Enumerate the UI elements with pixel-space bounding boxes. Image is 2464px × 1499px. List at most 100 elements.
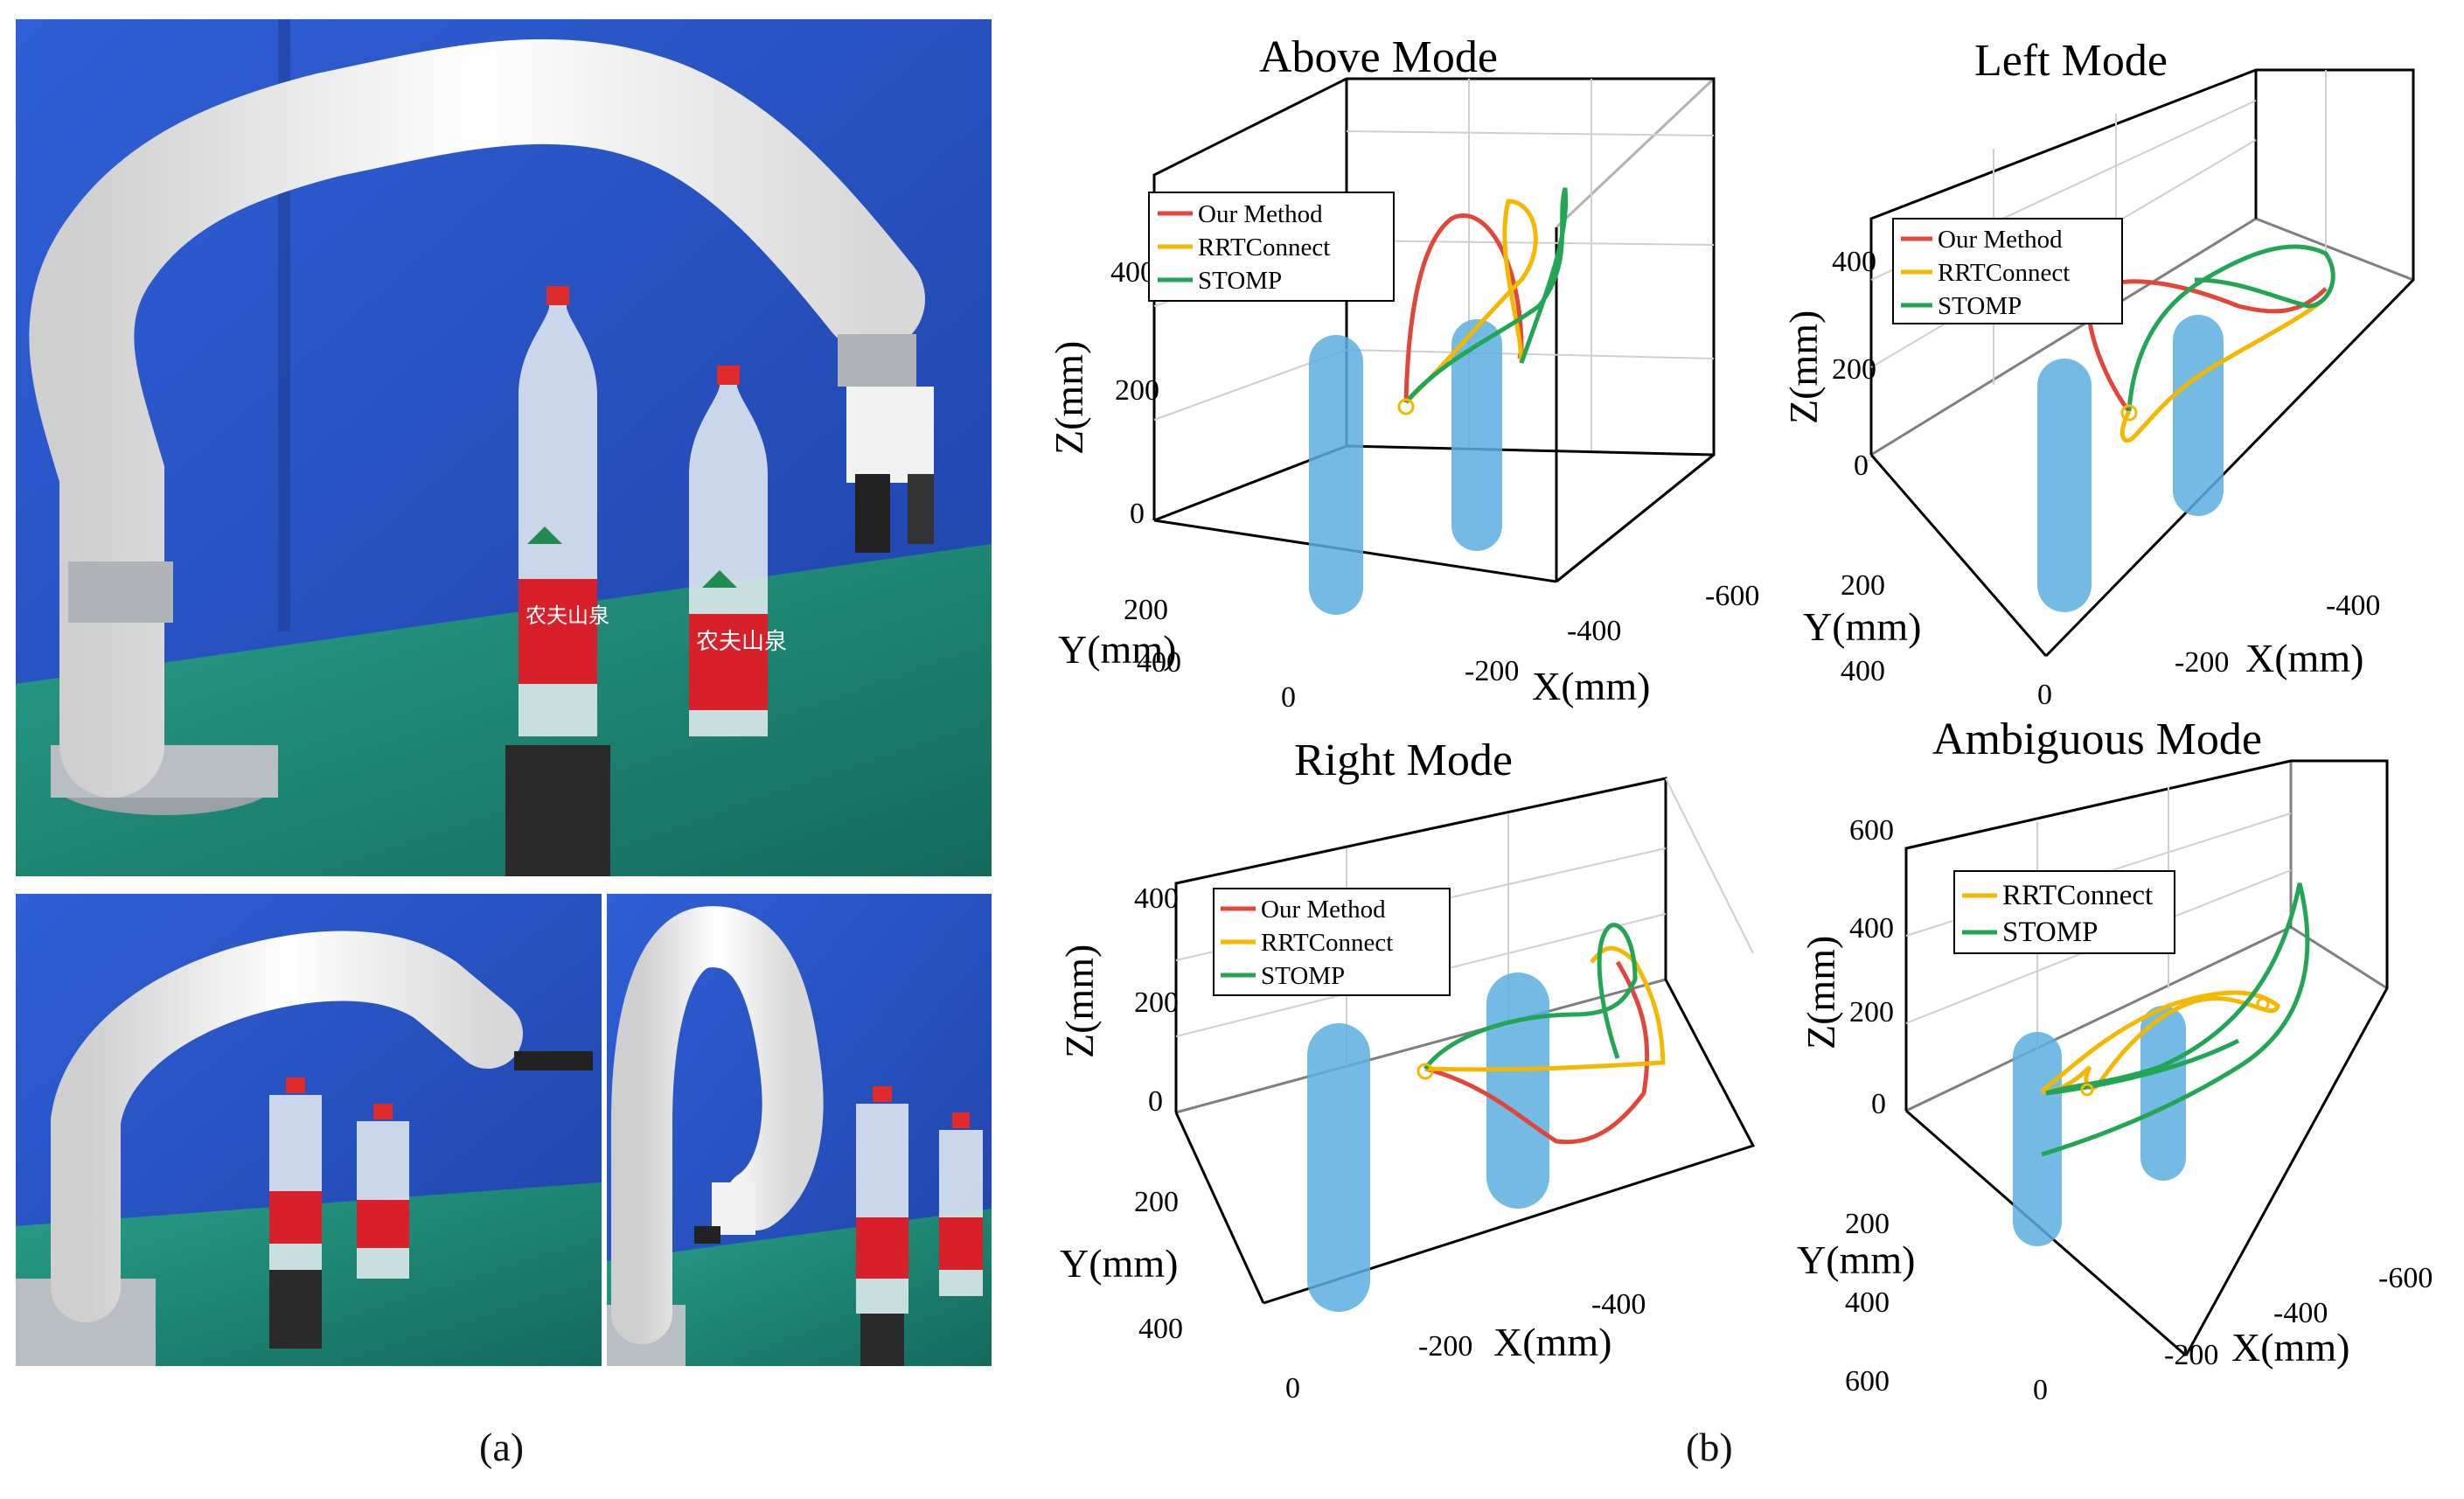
legend-label: RRTConnect — [1938, 259, 2070, 287]
legend-label: STOMP — [1261, 962, 1345, 990]
series-stomp — [2041, 882, 2310, 1157]
y-axis-label: Y(mm) — [1060, 1241, 1178, 1286]
obstacle-cylinder — [2140, 1006, 2186, 1181]
robot-arm-photo-bottom-right — [607, 894, 992, 1366]
x-tick-label: 0 — [1281, 681, 1296, 714]
plot-above-mode: Above Mode 400 200 0 200 400 — [1032, 17, 1784, 714]
x-axis-label: X(mm) — [2245, 636, 2363, 680]
z-axis-label: Z(mm) — [1057, 945, 1102, 1058]
bottle-label-text: 农夫山泉 — [696, 629, 787, 655]
z-tick-label: 0 — [1148, 1085, 1163, 1118]
series-our-method — [2086, 279, 2328, 413]
z-tick-label: 400 — [1110, 256, 1155, 289]
plot-ambiguous-mode: Ambiguous Mode 600 400 200 0 200 400 600… — [1784, 700, 2457, 1408]
x-axis-label: X(mm) — [1532, 664, 1650, 708]
x-tick-label: -200 — [1418, 1330, 1472, 1363]
axes-box — [1152, 77, 1716, 583]
y-axis-label: Y(mm) — [1803, 604, 1921, 649]
series-rrtconnect — [1424, 945, 1666, 1072]
y-axis-label: Y(mm) — [1058, 627, 1176, 672]
legend-label: STOMP — [1938, 292, 2022, 320]
x-tick-label: -600 — [1705, 580, 1759, 612]
z-tick-label: 0 — [1854, 450, 1869, 482]
legend: RRTConnect STOMP — [1953, 870, 2175, 954]
series-our-method — [1424, 960, 1650, 1145]
z-tick-label: 0 — [1130, 498, 1145, 530]
plot-title: Above Mode — [1259, 32, 1498, 82]
y-tick-label: 400 — [1845, 1286, 1890, 1319]
robot-arm-photo-bottom-left — [16, 894, 602, 1366]
obstacle-cylinder — [1307, 1023, 1370, 1312]
x-tick-label: -200 — [2164, 1339, 2218, 1371]
series-rrtconnect — [2040, 990, 2280, 1094]
series-stomp — [2126, 244, 2335, 412]
y-tick-label: 200 — [1841, 569, 1885, 602]
legend-label: Our Method — [1938, 226, 2063, 254]
obstacle-cylinder — [2037, 359, 2092, 612]
axes-box — [1174, 777, 1756, 1305]
obstacle-cylinder — [2173, 315, 2224, 516]
series-stomp — [1423, 923, 1638, 1070]
z-tick-label: 400 — [1849, 912, 1894, 945]
z-axis-label: Z(mm) — [1781, 310, 1826, 424]
photo-robot-main: 农夫山泉 农夫山泉 — [16, 19, 992, 876]
x-tick-label: -400 — [1567, 615, 1621, 647]
robot-arm-photo-main: 农夫山泉 农夫山泉 — [16, 19, 992, 876]
x-tick-label: 0 — [1285, 1372, 1300, 1405]
x-tick-label: -600 — [2378, 1262, 2433, 1294]
x-axis-label: X(mm) — [2231, 1325, 2349, 1370]
x-tick-label: -200 — [1465, 655, 1519, 687]
bottle-label-text: 农夫山泉 — [526, 603, 609, 628]
z-tick-label: 400 — [1832, 246, 1876, 278]
y-tick-label: 200 — [1124, 594, 1168, 626]
legend: Our Method RRTConnect STOMP — [1148, 192, 1395, 302]
z-tick-label: 400 — [1134, 882, 1179, 915]
y-tick-label: 200 — [1134, 1186, 1179, 1218]
z-tick-label: 200 — [1115, 374, 1159, 407]
legend-label: RRTConnect — [2002, 880, 2153, 911]
z-tick-label: 200 — [1134, 987, 1179, 1019]
obstacle-cylinder — [1451, 319, 1502, 551]
x-axis-label: X(mm) — [1493, 1320, 1611, 1364]
y-axis-label: Y(mm) — [1797, 1238, 1915, 1282]
series-stomp — [1404, 187, 1569, 404]
legend-label: STOMP — [1198, 267, 1282, 295]
plot-title: Right Mode — [1294, 736, 1513, 785]
x-tick-label: -400 — [2273, 1297, 2328, 1329]
obstacle-cylinder — [2013, 1032, 2062, 1246]
legend-label: STOMP — [2002, 917, 2098, 948]
z-tick-label: 200 — [1849, 996, 1894, 1028]
legend-label: RRTConnect — [1198, 234, 1330, 261]
y-tick-label: 400 — [1841, 655, 1885, 687]
caption-a: (a) — [479, 1425, 525, 1469]
z-tick-label: 600 — [1849, 814, 1894, 847]
z-tick-label: 0 — [1871, 1088, 1886, 1120]
z-axis-label: Z(mm) — [1047, 341, 1091, 455]
y-tick-label: 400 — [1138, 1313, 1183, 1345]
obstacle-cylinder — [1309, 335, 1363, 615]
plot-title: Ambiguous Mode — [1932, 715, 2262, 764]
plot-right-mode: Right Mode 400 200 0 200 400 0 -200 -400… — [1032, 726, 1784, 1417]
series-rrtconnect — [2119, 296, 2328, 443]
legend-label: Our Method — [1198, 200, 1323, 228]
photo-robot-bottom-right — [607, 894, 992, 1366]
axes-box — [1869, 68, 2415, 658]
legend: Our Method RRTConnect STOMP — [1213, 888, 1451, 996]
plot-title: Left Mode — [1974, 36, 2168, 86]
x-tick-label: -400 — [1591, 1288, 1646, 1321]
y-tick-label: 200 — [1845, 1208, 1890, 1240]
legend: Our Method RRTConnect STOMP — [1892, 218, 2123, 324]
plot-left-mode: Left Mode 400 200 0 200 400 0 -200 -400 — [1781, 17, 2457, 711]
x-tick-label: -200 — [2175, 646, 2229, 679]
legend-label: RRTConnect — [1261, 929, 1393, 957]
y-tick-label: 600 — [1845, 1365, 1890, 1398]
y-tick-label: 400 — [1137, 646, 1181, 679]
legend-label: Our Method — [1261, 896, 1386, 924]
photo-robot-bottom-left — [16, 894, 602, 1366]
x-tick-label: 0 — [2037, 679, 2052, 711]
z-tick-label: 200 — [1832, 353, 1876, 386]
series-rrtconnect — [1404, 199, 1538, 404]
obstacle-cylinder — [1486, 973, 1549, 1209]
caption-b: (b) — [1686, 1425, 1733, 1469]
z-axis-label: Z(mm) — [1799, 936, 1843, 1049]
